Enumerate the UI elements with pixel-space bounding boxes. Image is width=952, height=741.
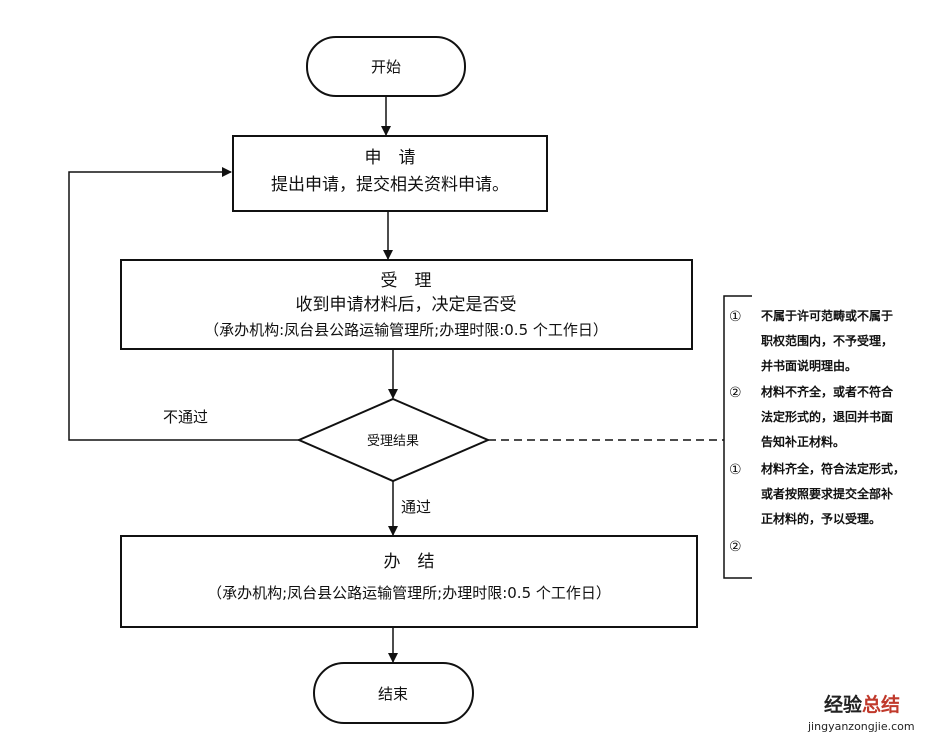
accept-desc: 收到申请材料后，决定是否受 <box>296 295 517 315</box>
notes-list: ① 不属于许可范畴或不属于 职权范围内，不予受理， 并书面说明理由。 ② 材料不… <box>729 308 905 555</box>
note-line: 告知补正材料。 <box>761 434 845 449</box>
notes-bracket <box>723 295 752 579</box>
note-marker: ① <box>729 462 742 478</box>
handle-title: 办 结 <box>384 552 435 572</box>
note-marker: ② <box>729 539 742 555</box>
handle-box <box>120 535 698 628</box>
apply-box <box>232 135 548 212</box>
decision-label: 受理结果 <box>367 434 419 449</box>
note-line: 正材料的，予以受理。 <box>761 511 881 526</box>
note-marker: ① <box>729 309 742 325</box>
pass-label: 通过 <box>401 498 431 516</box>
svg-text:经验总结: 经验总结 <box>824 693 900 716</box>
note-line: 材料齐全，符合法定形式， <box>760 461 905 476</box>
fail-label: 不通过 <box>163 408 208 426</box>
end-node <box>313 662 474 724</box>
accept-title: 受 理 <box>381 271 432 291</box>
start-label: 开始 <box>371 58 401 76</box>
note-line: 并书面说明理由。 <box>761 358 857 373</box>
apply-title: 申 请 <box>365 148 416 168</box>
note-line: 法定形式的，退回并书面 <box>761 409 893 424</box>
note-marker: ② <box>729 385 742 401</box>
fail-loop-line <box>68 167 299 441</box>
watermark: 经验总结 jingyanzongjie.com <box>807 693 915 733</box>
end-label: 结束 <box>378 685 408 703</box>
watermark-url: jingyanzongjie.com <box>807 720 915 733</box>
note-line: 职权范围内，不予受理， <box>761 333 893 348</box>
handle-note: （承办机构;凤台县公路运输管理所;办理时限:0.5 个工作日） <box>207 584 611 602</box>
apply-desc: 提出申请，提交相关资料申请。 <box>271 175 509 195</box>
accept-box <box>120 259 693 350</box>
accept-note: （承办机构:凤台县公路运输管理所;办理时限:0.5 个工作日） <box>204 321 608 339</box>
note-line: 或者按照要求提交全部补 <box>761 486 893 501</box>
watermark-title-part1: 经验 <box>824 693 863 716</box>
watermark-title-part2: 总结 <box>862 693 900 716</box>
note-line: 材料不齐全，或者不符合 <box>760 384 894 399</box>
note-line: 不属于许可范畴或不属于 <box>761 308 893 323</box>
